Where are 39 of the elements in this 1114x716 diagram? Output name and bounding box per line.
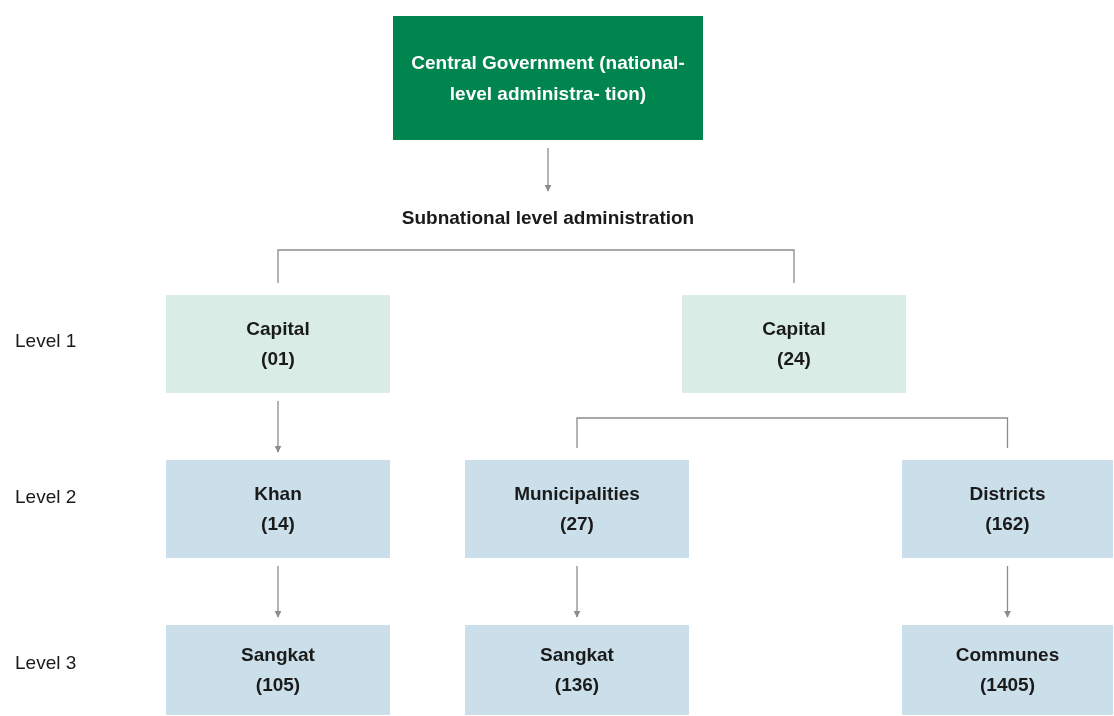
- process-box: [465, 460, 689, 558]
- process-box: [682, 295, 906, 393]
- process-box: [393, 16, 703, 140]
- process-box: [166, 625, 390, 715]
- process-box: [465, 625, 689, 715]
- box-label: (105): [255, 673, 301, 697]
- connector-line: [547, 249, 795, 284]
- box-label: Khan: [254, 482, 302, 506]
- box-label: (162): [985, 512, 1030, 536]
- process-box: [166, 295, 390, 393]
- box-label: Capital: [762, 317, 826, 341]
- arrow: [274, 400, 282, 453]
- level-label: Level 1: [15, 330, 77, 352]
- process-box: [166, 460, 390, 558]
- arrow: [274, 565, 282, 618]
- box-label: Sangkat: [241, 643, 315, 667]
- box-label: (27): [560, 512, 594, 536]
- heading-text: Subnational level administration: [401, 206, 695, 230]
- box-label: (136): [554, 673, 600, 697]
- level-label: Level 3: [15, 652, 77, 674]
- arrow: [573, 565, 581, 618]
- box-label: Districts: [969, 482, 1046, 506]
- box-label: (1405): [980, 673, 1035, 697]
- arrow: [1004, 565, 1011, 618]
- box-label: Capital: [246, 317, 310, 341]
- connector-line: [576, 417, 795, 449]
- box-label: (14): [261, 512, 295, 536]
- level-label: Level 2: [15, 486, 77, 508]
- process-box: [902, 625, 1113, 715]
- box-label: Municipalities: [514, 482, 640, 506]
- process-box: [902, 460, 1113, 558]
- connector-line: [277, 249, 549, 284]
- arrow: [544, 147, 552, 192]
- box-label: Central Government (national-level administra- tion): [410, 51, 686, 106]
- box-label: (01): [261, 347, 295, 371]
- box-label: Communes: [955, 643, 1060, 667]
- box-label: Sangkat: [540, 643, 614, 667]
- box-label: (24): [777, 347, 811, 371]
- connector-line: [793, 417, 1009, 449]
